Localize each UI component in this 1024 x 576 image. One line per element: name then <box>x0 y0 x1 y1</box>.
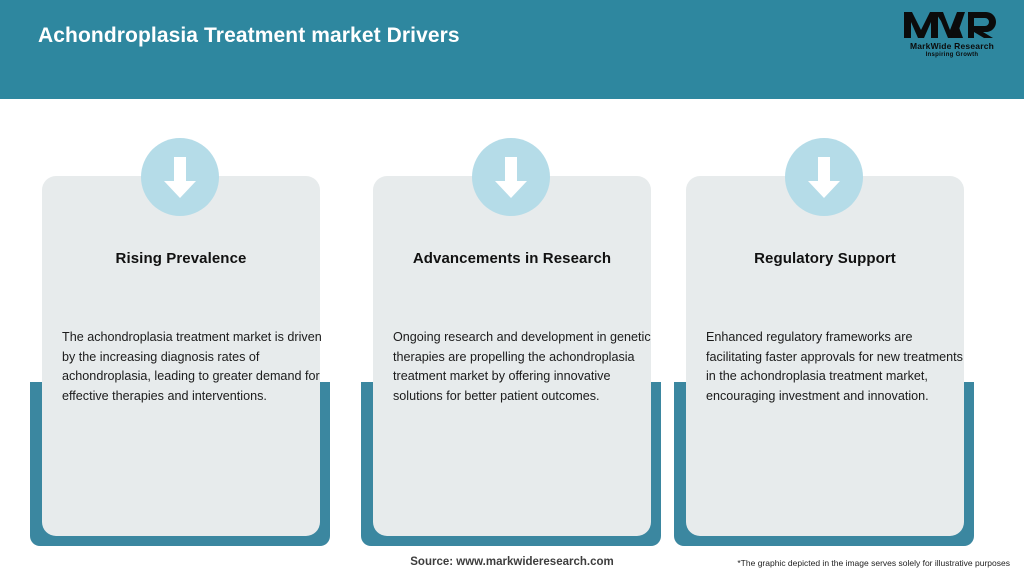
card-panel <box>686 176 964 536</box>
logo-company-name: MarkWide Research <box>909 41 995 51</box>
driver-card-regulatory-support[interactable]: Regulatory Support Enhanced regulatory f… <box>666 138 982 548</box>
arrow-down-icon <box>141 138 219 216</box>
arrow-down-icon <box>785 138 863 216</box>
card-description: The achondroplasia treatment market is d… <box>62 330 322 403</box>
markwide-research-logo: MarkWide Research Inspiring Growth <box>894 8 1010 60</box>
driver-card-advancements-in-research[interactable]: Advancements in Research Ongoing researc… <box>353 138 669 548</box>
logo-tagline: Inspiring Growth <box>925 52 979 58</box>
footer-disclaimer-label: *The graphic depicted in the image serve… <box>737 558 1010 568</box>
arrow-down-icon <box>472 138 550 216</box>
card-description: Enhanced regulatory frameworks are facil… <box>706 330 963 403</box>
card-heading: Regulatory Support <box>754 250 896 267</box>
mwr-monogram-icon <box>904 12 996 38</box>
card-heading: Rising Prevalence <box>115 250 247 267</box>
card-description: Ongoing research and development in gene… <box>393 330 651 403</box>
card-panel <box>373 176 651 536</box>
card-panel <box>42 176 320 536</box>
footer-source-label: Source: www.markwideresearch.com <box>410 556 614 568</box>
header-bar <box>0 0 1024 99</box>
card-heading: Advancements in Research <box>412 250 612 267</box>
driver-card-rising-prevalence[interactable]: Rising Prevalence The achondroplasia tre… <box>22 138 338 548</box>
page-title: Achondroplasia Treatment market Drivers <box>38 24 460 47</box>
